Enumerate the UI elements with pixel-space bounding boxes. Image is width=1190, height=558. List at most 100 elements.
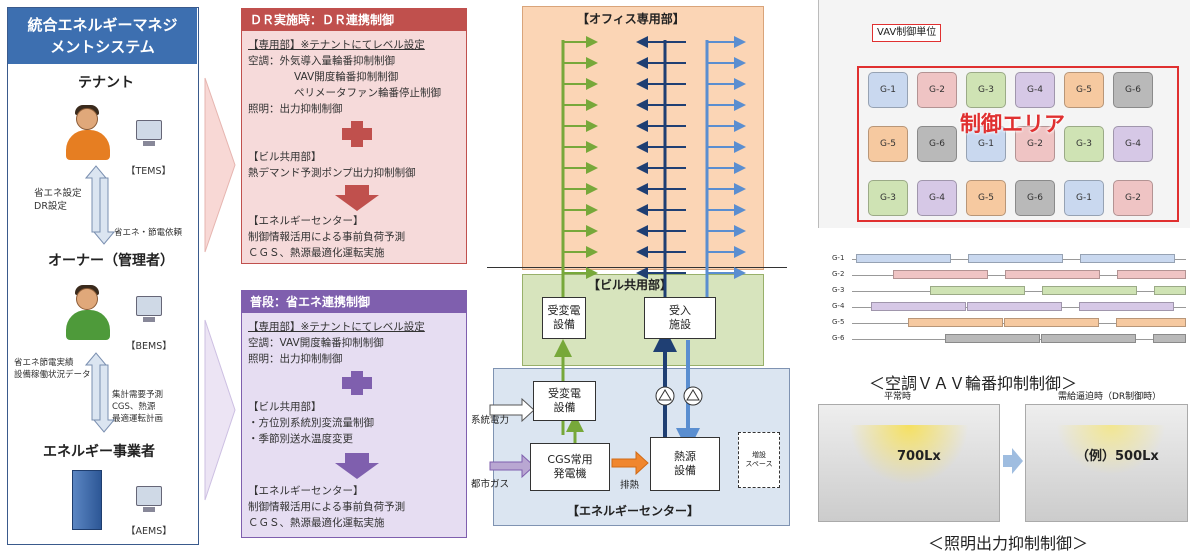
schedule-row-label: G-5 xyxy=(832,318,845,326)
control-area-label: 制御エリア xyxy=(960,112,1065,136)
lux-dr-label: （例）500Lx xyxy=(1076,449,1159,464)
pump-symbol-2 xyxy=(686,389,700,401)
vav-caption: ＜空調ＶＡＶ輪番抑制制御＞ xyxy=(869,374,1078,393)
schedule-bar xyxy=(1042,286,1137,295)
dr-plus-icon xyxy=(342,121,372,147)
schedule-row-label: G-1 xyxy=(832,254,845,262)
owner-label: オーナー（管理者） xyxy=(48,253,174,269)
normal-line-6: ・季節別送水温度変更 xyxy=(248,433,353,445)
normal-time-label: 平常時 xyxy=(884,392,912,402)
vav-zone: G-6 xyxy=(1015,180,1055,216)
tenant-note-2: DR設定 xyxy=(34,201,67,212)
dr-line-6: 【ビル共用部】 xyxy=(248,151,322,163)
vav-zone: G-4 xyxy=(917,180,957,216)
tenant-note-1: 省エネ設定 xyxy=(34,188,82,199)
schedule-row-label: G-3 xyxy=(832,286,845,294)
normal-lighting-image: 700Lx xyxy=(818,404,1000,522)
lux-normal-label: 700Lx xyxy=(897,449,941,464)
ems-title: 統合エネルギーマネジ メントシステム xyxy=(8,8,197,64)
dr-chevron xyxy=(204,77,236,253)
dr-line-9: 制御情報活用による事前負荷予測 xyxy=(248,231,406,243)
schedule-bar xyxy=(1079,302,1174,311)
normal-line-2: 空調：VAV開度輪番抑制制御 xyxy=(248,337,384,349)
left-down-arrow-1 xyxy=(92,177,116,245)
left-down-arrow-2 xyxy=(92,364,116,433)
branch-arrows xyxy=(563,36,746,279)
schedule-bar xyxy=(930,286,1025,295)
ems-panel: 統合エネルギーマネジ メントシステム テナント 【TEMS】 省エネ設定 DR設… xyxy=(7,7,199,545)
substation-top-box: 受変電 設備 xyxy=(542,297,586,339)
schedule-bar xyxy=(871,302,966,311)
lighting-caption: ＜照明出力抑制制御＞ xyxy=(928,534,1089,553)
schedule-bar xyxy=(1117,270,1186,279)
normal-line-1: 【専用部】※テナントにてレベル設定 xyxy=(248,321,425,333)
owner-note-2: 設備稼働状況データ xyxy=(14,370,91,380)
normal-chevron xyxy=(204,319,236,501)
dr-line-5: 照明：出力抑制制御 xyxy=(248,103,343,115)
dr-line-8: 【エネルギーセンター】 xyxy=(248,215,364,227)
schedule-row-label: G-6 xyxy=(832,334,845,342)
schedule-bar xyxy=(968,254,1063,263)
schedule-bar xyxy=(1116,318,1186,327)
schedule-bar xyxy=(1004,318,1099,327)
vav-unit-label: VAV制御単位 xyxy=(872,24,942,42)
dr-line-4: ペリメータファン輪番停止制御 xyxy=(294,87,441,99)
vav-zone: G-5 xyxy=(966,180,1006,216)
vav-zone: G-1 xyxy=(966,126,1006,162)
schedule-bar xyxy=(945,334,1040,343)
vav-zone: G-2 xyxy=(1015,126,1055,162)
tems-label: 【TEMS】 xyxy=(126,166,172,177)
normal-panel-title: 普段：省エネ連携制御 xyxy=(242,291,466,313)
energy-provider-label: エネルギー事業者 xyxy=(43,444,155,460)
vav-zone: G-2 xyxy=(917,72,957,108)
aems-label: 【AEMS】 xyxy=(126,526,172,537)
schedule-row-label: G-4 xyxy=(832,302,845,310)
schedule-bar xyxy=(1153,334,1186,343)
bems-computer-icon xyxy=(136,296,162,322)
bems-label: 【BEMS】 xyxy=(126,341,172,352)
office-zone-label: 【オフィス専用部】 xyxy=(577,12,685,26)
owner-arrow-note-2: CGS、熱源 xyxy=(112,402,156,412)
vav-zone: G-3 xyxy=(966,72,1006,108)
city-gas-arrow xyxy=(489,453,535,479)
normal-line-7: 【エネルギーセンター】 xyxy=(248,485,364,497)
schedule-bar xyxy=(1154,286,1186,295)
normal-line-3: 照明：出力抑制制御 xyxy=(248,353,343,365)
substation-bottom-box: 受変電 設備 xyxy=(533,381,596,421)
owner-note-1: 省エネ節電実績 xyxy=(14,358,74,368)
expansion-space-box: 増設 スペース xyxy=(738,432,780,488)
vav-zone: G-6 xyxy=(917,126,957,162)
vav-zone: G-4 xyxy=(1015,72,1055,108)
lighting-arrow-icon xyxy=(1003,448,1023,474)
owner-arrow-note-3: 最適運転計画 xyxy=(112,414,164,424)
normal-line-4: 【ビル共用部】 xyxy=(248,401,322,413)
vav-zone: G-6 xyxy=(1113,72,1153,108)
receiving-box: 受入 施設 xyxy=(644,297,716,339)
vav-zone: G-5 xyxy=(1064,72,1104,108)
energy-center-label: 【エネルギーセンター】 xyxy=(567,504,700,518)
dr-line-2: 空調：外気導入量輪番抑制制御 xyxy=(248,55,395,67)
schedule-bar xyxy=(1080,254,1175,263)
vav-zone: G-1 xyxy=(1064,180,1104,216)
vav-zone: G-4 xyxy=(1113,126,1153,162)
exhaust-heat-label: 排熱 xyxy=(620,480,640,491)
dr-line-7: 熱デマンド予測ポンプ出力抑制制御 xyxy=(248,167,416,179)
schedule-bar xyxy=(893,270,988,279)
schedule-bar xyxy=(1041,334,1136,343)
tenant-arrow-note: 省エネ・節電依頼 xyxy=(114,228,183,238)
schedule-bar xyxy=(1005,270,1100,279)
city-gas-label: 都市ガス xyxy=(471,479,510,490)
dr-panel: ＤＲ実施時：ＤＲ連携制御 【専用部】※テナントにてレベル設定 空調：外気導入量輪… xyxy=(241,8,467,264)
tenant-label: テナント xyxy=(78,75,134,91)
heat-source-box: 熱源 設備 xyxy=(650,437,720,491)
normal-plus-icon xyxy=(342,371,372,395)
schedule-bar xyxy=(856,254,951,263)
aems-computer-icon xyxy=(136,486,162,512)
building-icon xyxy=(72,470,102,530)
schedule-bar xyxy=(967,302,1062,311)
dr-time-label: 需給逼迫時（DR制御時） xyxy=(1058,392,1162,402)
vav-zone: G-2 xyxy=(1113,180,1153,216)
normal-line-5: ・方位別系統別変流量制御 xyxy=(248,417,374,429)
